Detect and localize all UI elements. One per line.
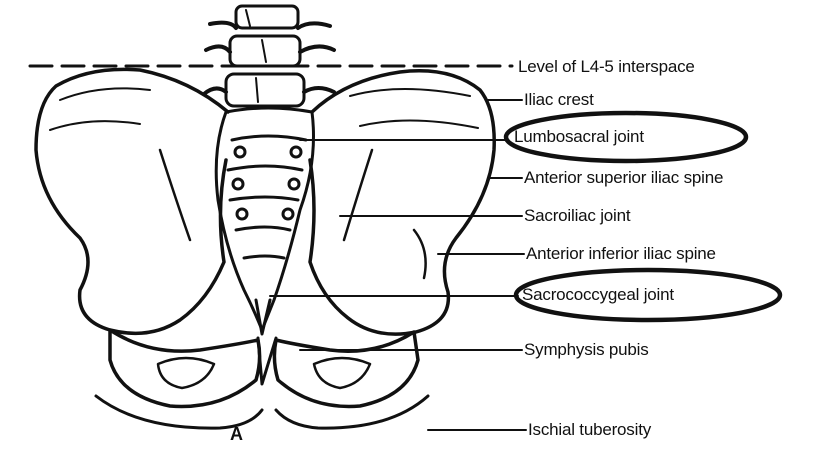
- label-l4-5-interspace: Level of L4-5 interspace: [518, 57, 695, 77]
- label-iliac-crest: Iliac crest: [524, 90, 594, 110]
- right-ilium: [310, 71, 494, 334]
- panel-letter: A: [230, 424, 243, 445]
- label-sacroiliac-joint: Sacroiliac joint: [524, 206, 630, 226]
- lumbar-spine: [204, 6, 334, 106]
- label-symphysis-pubis: Symphysis pubis: [524, 340, 649, 360]
- label-anterior-superior-iliac-spine: Anterior superior iliac spine: [524, 168, 723, 188]
- sacrum: [216, 108, 313, 334]
- label-anterior-inferior-iliac-spine: Anterior inferior iliac spine: [526, 244, 716, 264]
- pubic-arch: [96, 330, 428, 428]
- left-ilium: [36, 69, 228, 333]
- label-ischial-tuberosity: Ischial tuberosity: [528, 420, 651, 440]
- label-lumbosacral-joint: Lumbosacral joint: [514, 127, 644, 147]
- label-sacrococcygeal-joint: Sacrococcygeal joint: [522, 285, 674, 305]
